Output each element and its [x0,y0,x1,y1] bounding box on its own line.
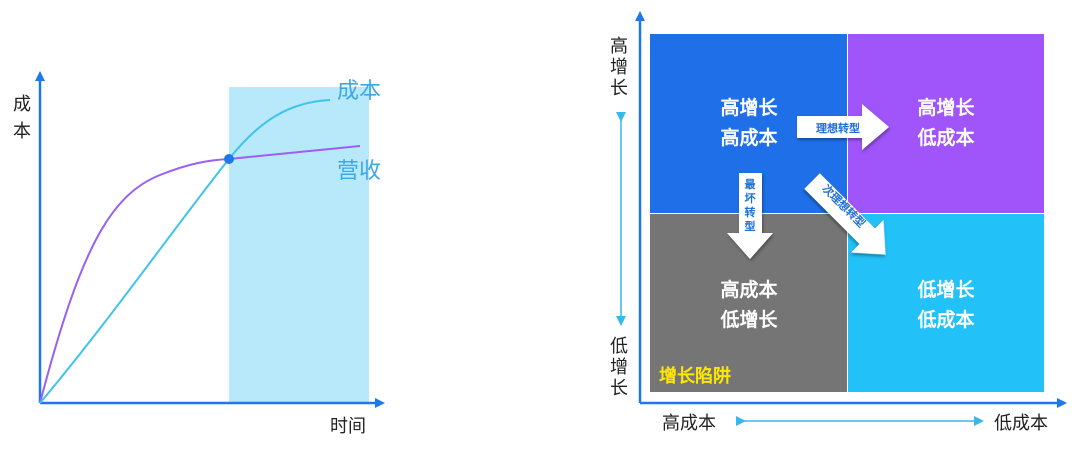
quadrant-top-left-line2: 高成本 [720,126,777,149]
growth-cost-matrix: 高增长 高成本 高增长 低成本 高成本 低增长 低增长 低成本 增长陷阱 理想转… [610,11,1067,434]
worst-transition-arrow [727,173,773,259]
worst-transition-char-3: 转 [745,205,756,219]
x-axis-low-cost-label: 低成本 [994,413,1048,434]
second-transition-arrow [804,173,886,255]
quadrant-top-right-line1: 高增长 [917,96,975,119]
quadrant-top-left-line1: 高增长 [720,96,778,119]
quadrant-top-right-line2: 低成本 [916,126,974,149]
y-axis-high-char-3: 长 [610,78,628,99]
y-axis-label-1: 成 [13,94,31,115]
intersection-point [224,154,234,164]
growth-trap-label: 增长陷阱 [659,365,731,387]
revenue-line-label: 营收 [337,159,381,184]
quadrant-bottom-left-line2: 低增长 [719,308,778,331]
quadrant-bottom-left-line1: 高成本 [720,278,777,301]
x-axis-label: 时间 [330,416,366,437]
cost-line-label: 成本 [337,79,381,104]
highlight-region [229,87,369,403]
quadrant-bottom-right-line1: 低增长 [916,278,975,301]
y-axis-high-char-1: 高 [610,36,628,57]
ideal-transition-arrow [797,104,889,150]
y-axis-low-char-3: 长 [610,378,628,399]
ideal-transition-label: 理想转型 [816,121,860,135]
y-axis-low-char-2: 增 [610,357,628,378]
cost-revenue-chart: 成 本 成本 营收 时间 [13,71,385,437]
worst-transition-char-1: 最 [745,178,757,191]
worst-transition-char-2: 坏 [745,192,756,205]
x-axis-high-cost-label: 高成本 [662,413,716,434]
y-axis-low-char-1: 低 [610,336,628,357]
worst-transition-char-4: 型 [745,219,756,233]
cost-curve [39,99,331,404]
revenue-curve [39,145,361,404]
quadrant-bottom-right-line2: 低成本 [916,308,974,331]
y-axis-high-char-2: 增 [610,57,628,78]
y-axis-label-2: 本 [13,121,31,142]
